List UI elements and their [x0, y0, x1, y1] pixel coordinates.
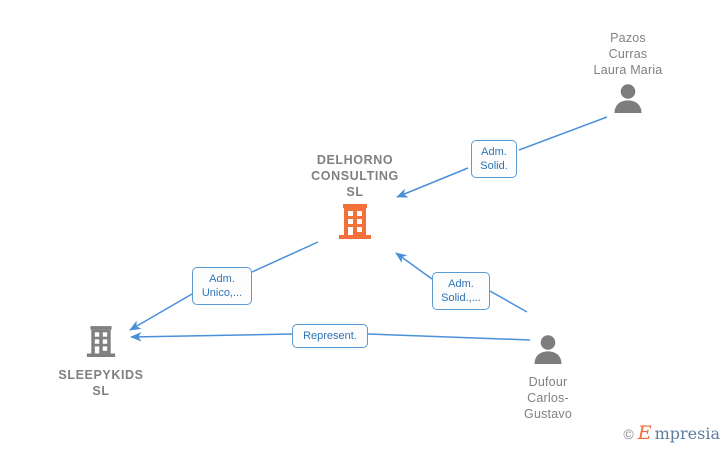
empresia-watermark: © E mpresia	[623, 424, 720, 443]
node-sleepykids-label: SLEEPYKIDS SL	[58, 368, 144, 398]
person-icon	[532, 333, 564, 370]
node-pazos-label: Pazos Curras Laura Maria	[593, 31, 663, 77]
edge-label-adm-solid[interactable]: Adm. Solid.	[471, 140, 517, 178]
person-icon	[612, 82, 644, 119]
node-dufour-label: Dufour Carlos- Gustavo	[524, 375, 572, 421]
edge-dufour-delhorno	[395, 252, 528, 313]
edge-delhorno-sleepykids	[129, 241, 319, 331]
edge-label-adm-unico[interactable]: Adm. Unico,...	[192, 267, 252, 305]
node-delhorno[interactable]: DELHORNO CONSULTING SL	[280, 152, 430, 245]
building-icon	[86, 326, 116, 363]
brand-initial: E	[637, 422, 652, 444]
node-dufour[interactable]: Dufour Carlos- Gustavo	[473, 333, 623, 422]
brand-name: mpresia	[654, 423, 720, 443]
node-sleepykids[interactable]: SLEEPYKIDS SL	[26, 326, 176, 399]
edge-label-represent[interactable]: Represent.	[292, 324, 368, 348]
node-delhorno-label: DELHORNO CONSULTING SL	[311, 153, 399, 199]
edge-label-adm-solid-multi[interactable]: Adm. Solid.,...	[432, 272, 490, 310]
building-icon	[338, 204, 372, 245]
edge-pazos-delhorno	[396, 116, 608, 198]
node-pazos[interactable]: Pazos Curras Laura Maria	[553, 30, 703, 119]
copyright-icon: ©	[623, 425, 634, 442]
edge-dufour-sleepykids	[130, 332, 531, 342]
